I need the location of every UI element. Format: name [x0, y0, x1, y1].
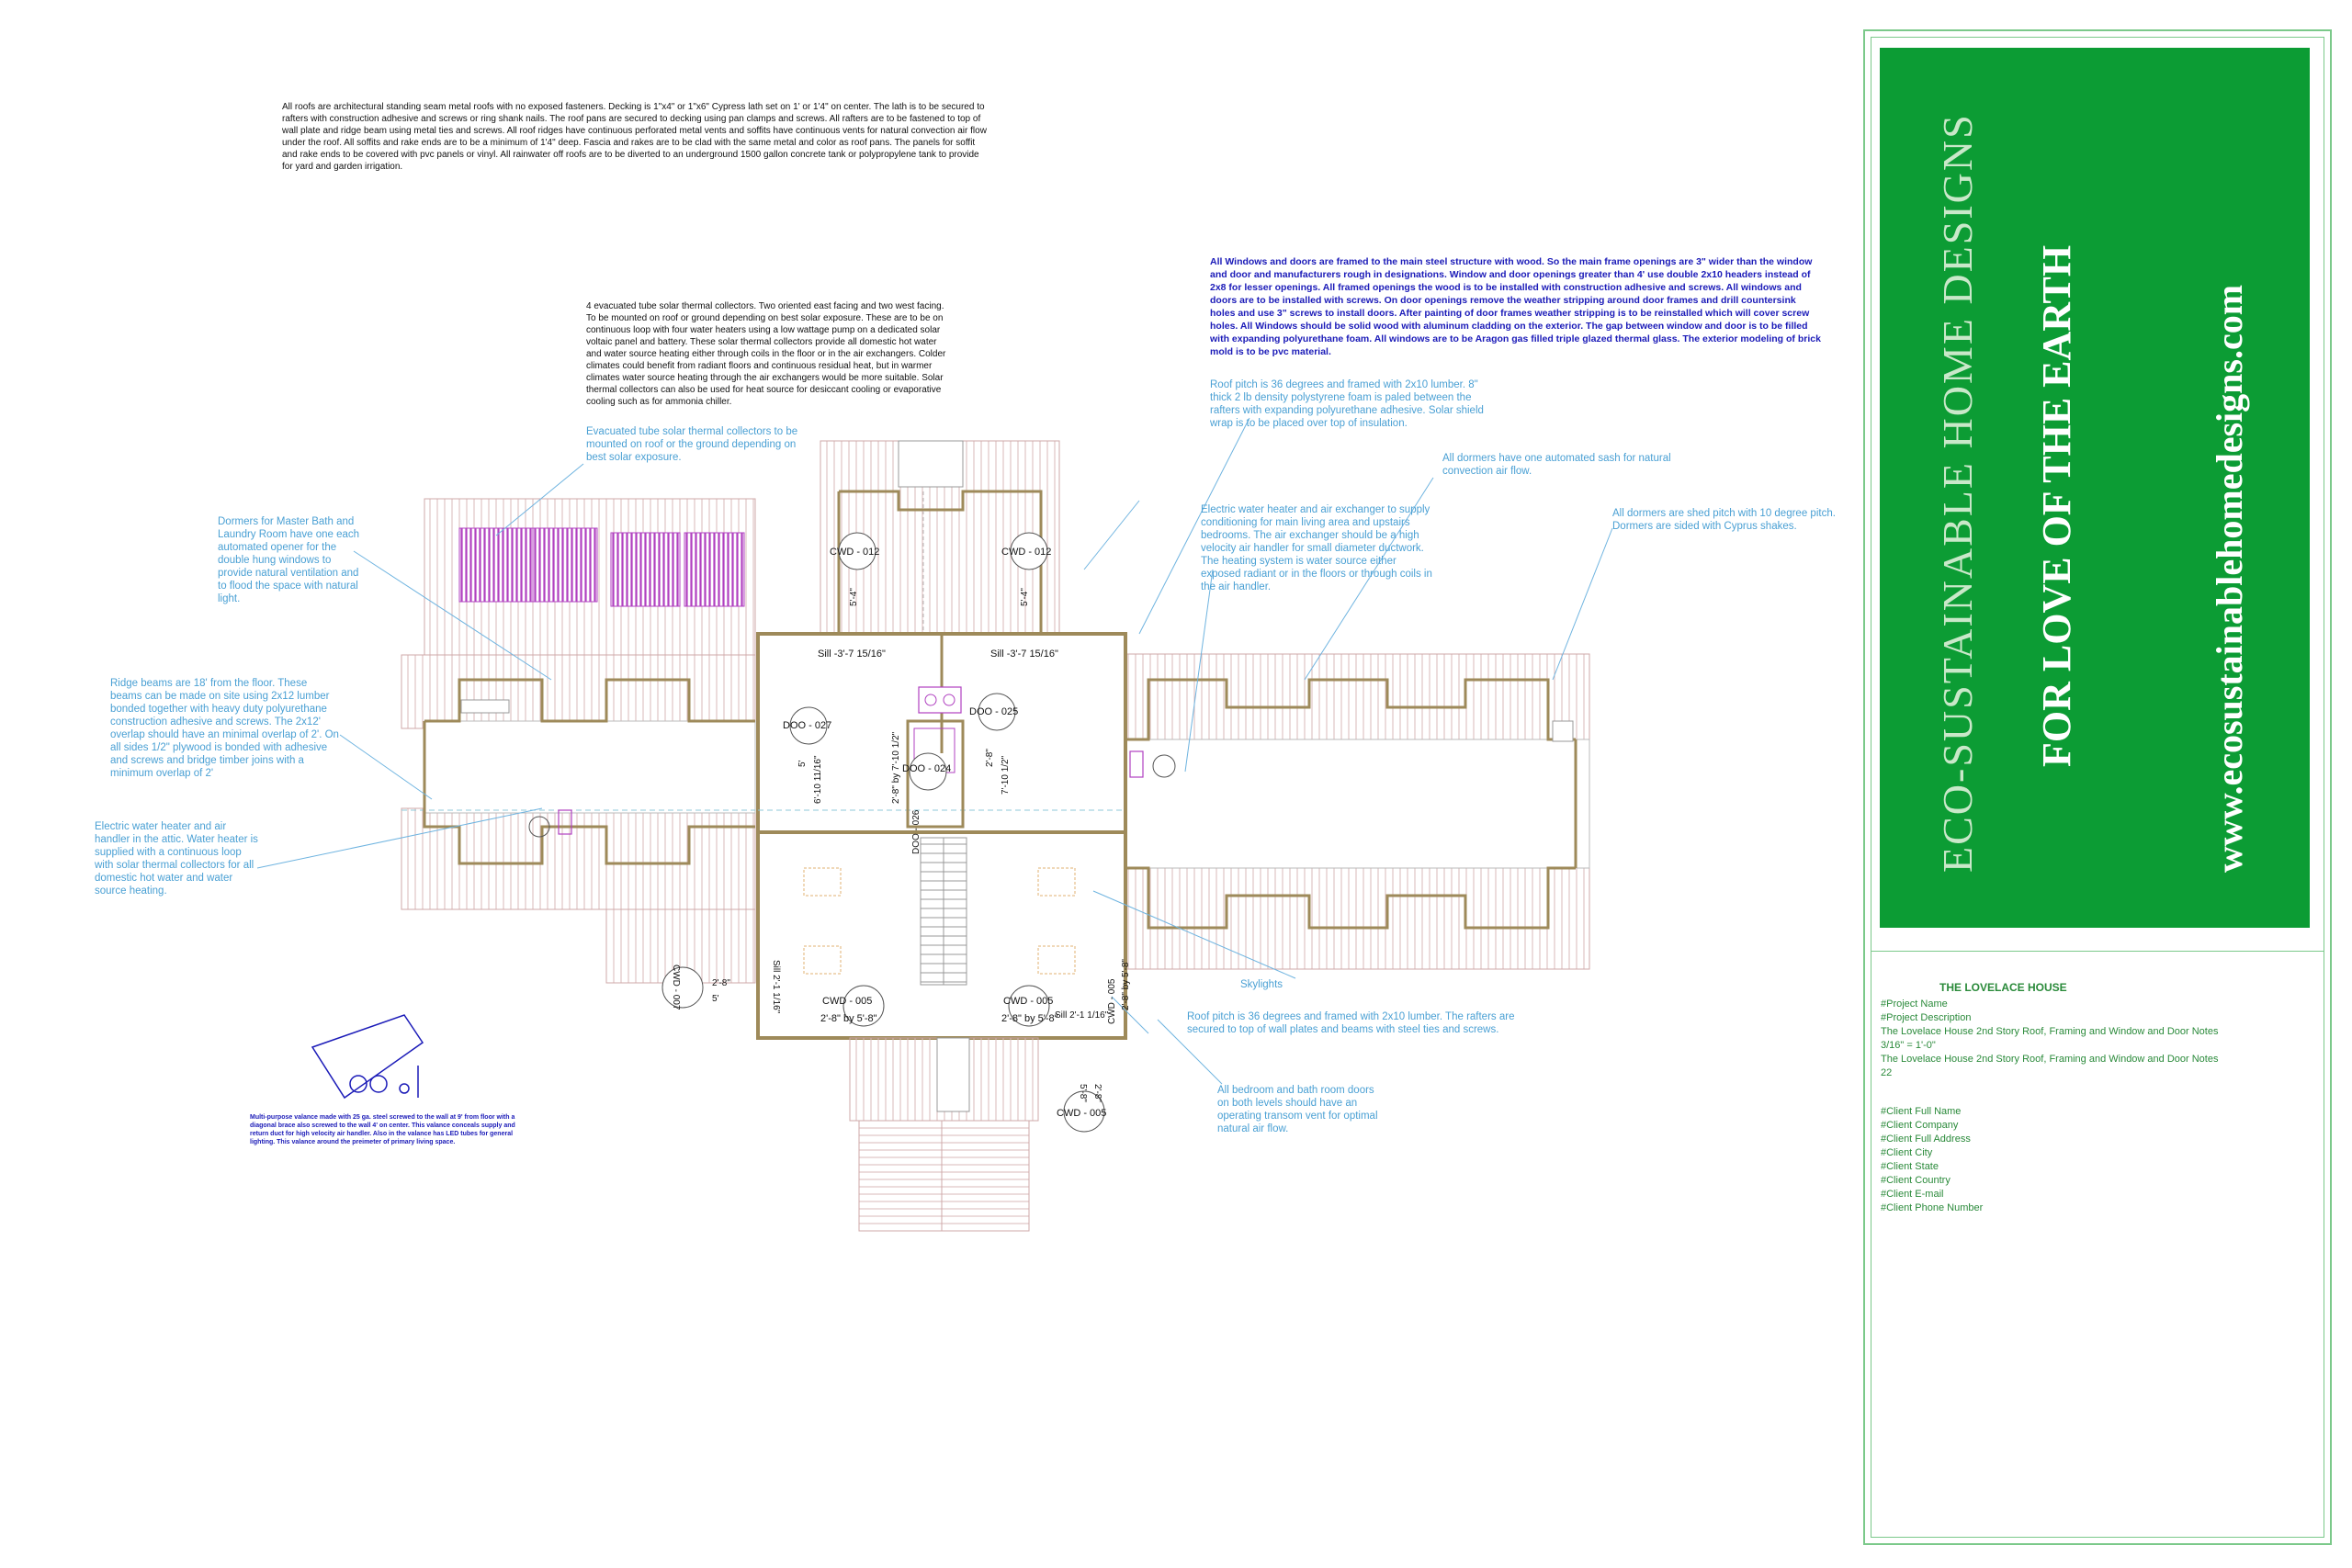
client-email: #Client E-mail [1881, 1189, 1944, 1200]
label-sill-left: Sill -3'-7 15/16" [818, 649, 886, 660]
note-dormer-sash: All dormers have one automated sash for … [1442, 453, 1671, 477]
label-doo025: DOO - 025 [969, 706, 1018, 717]
brand-name: ECO-SUSTAINABLE HOME DESIGNS [1934, 113, 1981, 873]
label-cwd012-left: CWD - 012 [830, 547, 879, 558]
note-roof-pitch-rafters: Roof pitch is 36 degrees and framed with… [1187, 1011, 1515, 1035]
label-dim-54b: 5'-4" [1020, 588, 1030, 606]
client-company: #Client Company [1881, 1120, 1959, 1131]
right-roof-wing [1125, 653, 1590, 970]
main-core [528, 632, 1176, 1040]
project-description: #Project Description [1881, 1012, 1972, 1023]
south-dormer [849, 1037, 1039, 1232]
label-dim-28: 2'-8" [985, 749, 995, 767]
note-valance: Multi-purpose valance made with 25 ga. s… [250, 1114, 515, 1145]
note-ridge-beams: Ridge beams are 18' from the floor. Thes… [110, 678, 339, 779]
project-title: THE LOVELACE HOUSE [1939, 981, 2067, 994]
note-water-heater-attic: Electric water heater and air handler in… [95, 821, 258, 897]
note-water-heater-exchanger: Electric water heater and air exchanger … [1201, 504, 1432, 592]
label-doo027: DOO - 027 [783, 720, 831, 731]
note-roof-pitch-36: Roof pitch is 36 degrees and framed with… [1210, 379, 1484, 429]
sheet-title: The Lovelace House 2nd Story Roof, Frami… [1881, 1054, 2219, 1065]
title-block-divider [1871, 951, 2324, 952]
label-dim-5b: 5' [712, 994, 719, 1004]
label-dim-by7102: 2'-8" by 7'-10 1/2" [891, 731, 901, 804]
label-cwd005-a: CWD - 005 [822, 996, 872, 1007]
left-roof-wing [401, 498, 756, 984]
sheet-number: 22 [1881, 1067, 1893, 1078]
label-dim-sill-r: Sill 2'-1 1/16" [1055, 1010, 1109, 1021]
client-full-address: #Client Full Address [1881, 1134, 1971, 1145]
label-dim-28b: 2'-8" [712, 978, 730, 988]
sheet-description: The Lovelace House 2nd Story Roof, Frami… [1881, 1026, 2219, 1037]
note-evacuated-tube: Evacuated tube solar thermal collectors … [586, 426, 798, 463]
title-block-inner-border [1871, 37, 2324, 1538]
sheet-scale: 3/16" = 1'-0" [1881, 1040, 1936, 1051]
label-dim-58: 5'-8" [1078, 1084, 1088, 1102]
valance-detail [311, 1014, 424, 1100]
note-transom: All bedroom and bath room doors on both … [1217, 1085, 1378, 1134]
label-cwd005-b: CWD - 005 [1003, 996, 1053, 1007]
note-solar-collectors: 4 evacuated tube solar thermal collector… [586, 301, 946, 407]
client-phone: #Client Phone Number [1881, 1202, 1984, 1213]
label-cwd005-d: CWD - 005 [1107, 978, 1117, 1024]
note-roof-general: All roofs are architectural standing sea… [282, 102, 987, 172]
brand-url[interactable]: www.ecosustainablehomedesigns.com [2209, 284, 2250, 873]
label-dim-28c: 2'-8" [1092, 1084, 1102, 1102]
label-dim-7102: 7'-10 1/2" [1001, 755, 1011, 795]
label-dim-2858b: 2'-8" by 5'-8" [1001, 1013, 1058, 1024]
label-doo026: DOO - 026 [911, 809, 922, 854]
label-cwd012-right: CWD - 012 [1001, 547, 1051, 558]
client-city: #Client City [1881, 1147, 1933, 1158]
label-dim-28by58: 2'-8" by 5'-8" [1121, 959, 1131, 1010]
label-cwd007: CWD - 007 [671, 964, 681, 1010]
note-skylights: Skylights [1240, 979, 1283, 990]
note-dormers-master-bath: Dormers for Master Bath and Laundry Room… [218, 516, 360, 604]
note-dormers-shed: All dormers are shed pitch with 10 degre… [1612, 508, 1836, 532]
brand-panel [1880, 48, 2310, 928]
client-info: #Client Full Name #Client Company #Clien… [1881, 1105, 1983, 1215]
project-info: THE LOVELACE HOUSE #Project Name #Projec… [1881, 981, 2218, 1080]
label-dim-2858a: 2'-8" by 5'-8" [820, 1013, 877, 1024]
label-dim-610: 6'-10 11/16" [813, 755, 823, 804]
label-doo024: DOO - 024 [902, 763, 951, 774]
leader-lines [256, 417, 1613, 1085]
label-dim-sill: Sill 2'-1 1/16" [771, 960, 781, 1014]
client-country: #Client Country [1881, 1175, 1951, 1186]
tag-symbols [662, 532, 1105, 1133]
label-dim-54a: 5'-4" [849, 588, 859, 606]
project-name: #Project Name [1881, 998, 1948, 1010]
title-block-border [1863, 29, 2332, 1545]
note-windows-doors: All Windows and doors are framed to the … [1210, 256, 1821, 357]
client-state: #Client State [1881, 1161, 1939, 1172]
client-full-name: #Client Full Name [1881, 1106, 1962, 1117]
label-dim-5a: 5' [797, 760, 808, 767]
brand-tagline: FOR LOVE OF THE EARTH [2034, 244, 2079, 767]
label-sill-right: Sill -3'-7 15/16" [990, 649, 1058, 660]
solar-collectors [458, 527, 745, 607]
label-cwd005-c: CWD - 005 [1057, 1108, 1106, 1119]
plan-labels: CWD - 012 CWD - 012 Sill -3'-7 15/16" Si… [671, 547, 1131, 1119]
